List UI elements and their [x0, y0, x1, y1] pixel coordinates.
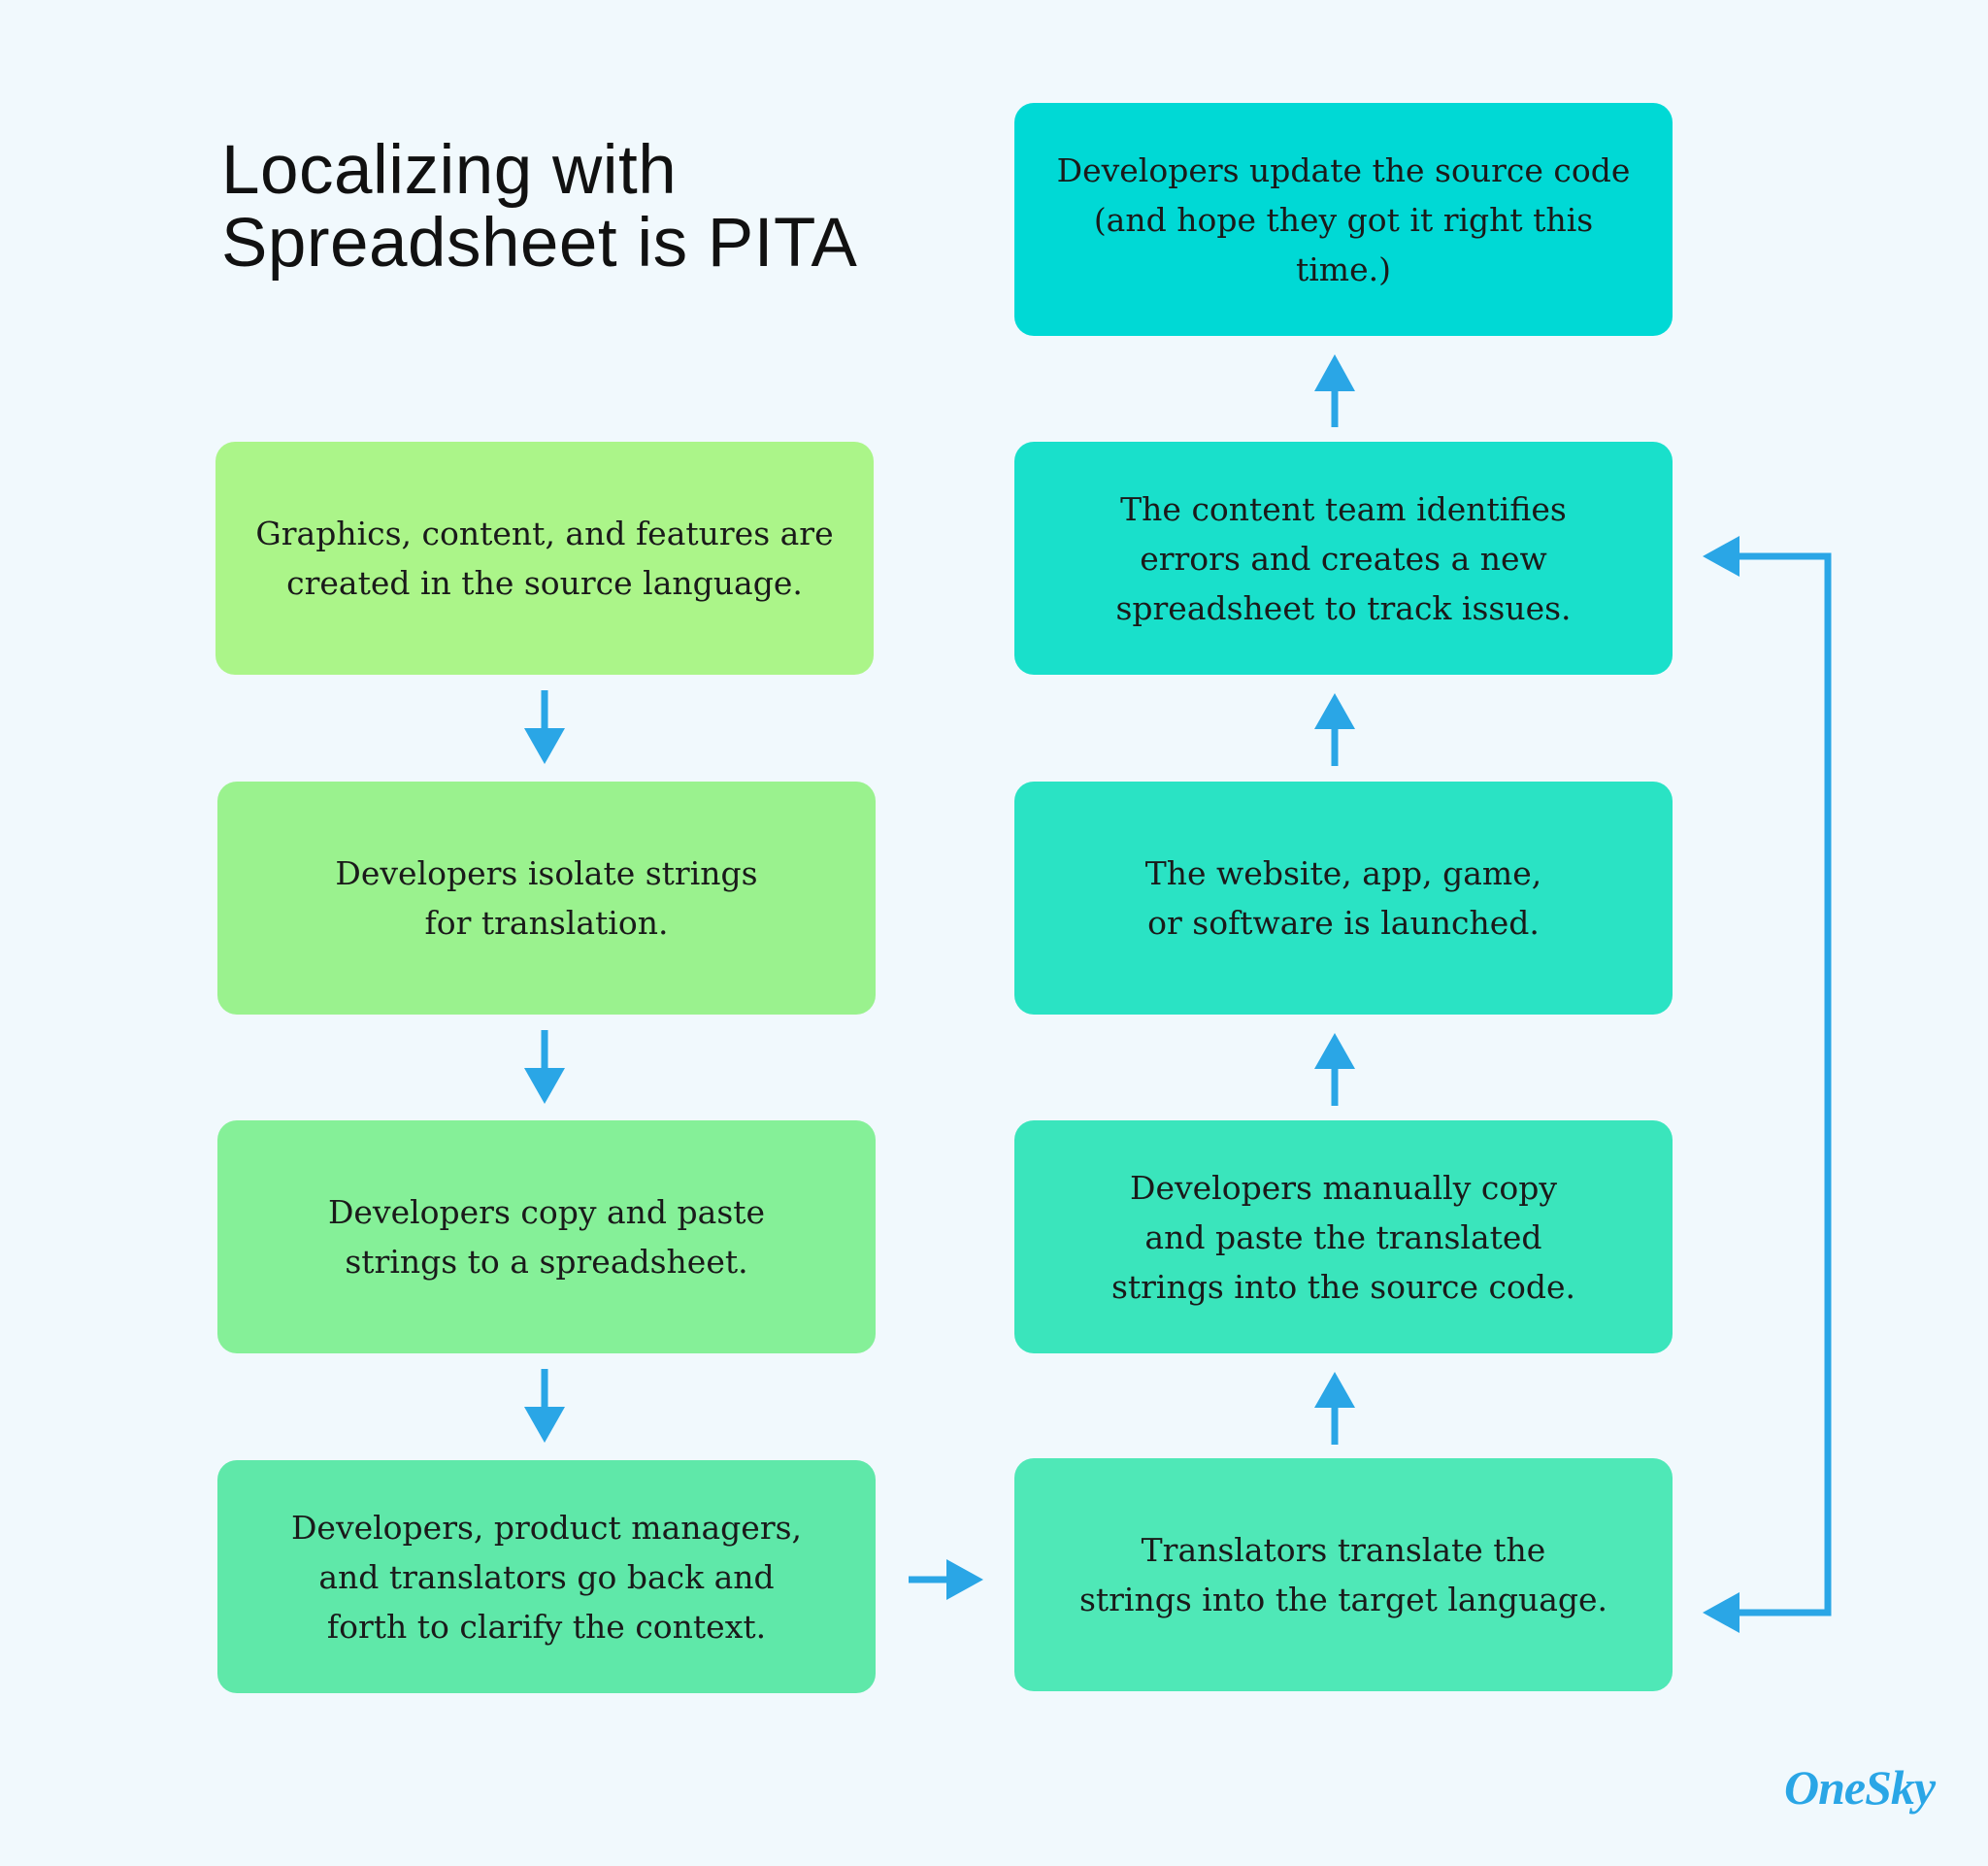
step-8-text: The content team identifies errors and c…: [1115, 489, 1572, 627]
step-box-3: Developers copy and paste strings to a s…: [217, 1120, 876, 1353]
step-7-text: The website, app, game, or software is l…: [1144, 854, 1542, 942]
feedback-arrow-top-head: [1703, 536, 1740, 577]
step-5-text: Translators translate the strings into t…: [1078, 1531, 1608, 1618]
arrow-up-2-head: [1314, 1033, 1355, 1069]
title-line-1: Localizing with: [221, 132, 678, 209]
arrow-down-1-head: [524, 728, 565, 764]
step-6-text: Developers manually copy and paste the t…: [1110, 1168, 1576, 1306]
step-box-2: Developers isolate strings for translati…: [217, 782, 876, 1015]
feedback-loop-line: [1730, 552, 1832, 1616]
step-4-text: Developers, product managers, and transl…: [290, 1508, 803, 1646]
arrow-down-2-head: [524, 1068, 565, 1104]
page-title: Localizing with Spreadsheet is PITA: [221, 134, 959, 280]
step-box-6: Developers manually copy and paste the t…: [1014, 1120, 1673, 1353]
step-box-9: Developers update the source code (and h…: [1014, 103, 1673, 336]
step-box-4: Developers, product managers, and transl…: [217, 1460, 876, 1693]
onesky-logo: OneSky: [1784, 1760, 1936, 1815]
arrow-right-head: [946, 1559, 983, 1600]
step-box-5: Translators translate the strings into t…: [1014, 1458, 1673, 1691]
step-box-1: Graphics, content, and features are crea…: [215, 442, 874, 675]
step-1-text: Graphics, content, and features are crea…: [255, 515, 834, 602]
step-box-8: The content team identifies errors and c…: [1014, 442, 1673, 675]
step-box-7: The website, app, game, or software is l…: [1014, 782, 1673, 1015]
step-2-text: Developers isolate strings for translati…: [335, 854, 758, 942]
arrow-up-3-head: [1314, 693, 1355, 729]
title-line-2: Spreadsheet is PITA: [221, 205, 858, 282]
step-9-text: Developers update the source code (and h…: [1056, 150, 1631, 288]
feedback-arrow-bottom-head: [1703, 1592, 1740, 1633]
arrow-up-1-head: [1314, 1372, 1355, 1408]
arrow-down-3-head: [524, 1407, 565, 1443]
arrow-up-4-head: [1314, 354, 1355, 391]
step-3-text: Developers copy and paste strings to a s…: [327, 1193, 766, 1281]
